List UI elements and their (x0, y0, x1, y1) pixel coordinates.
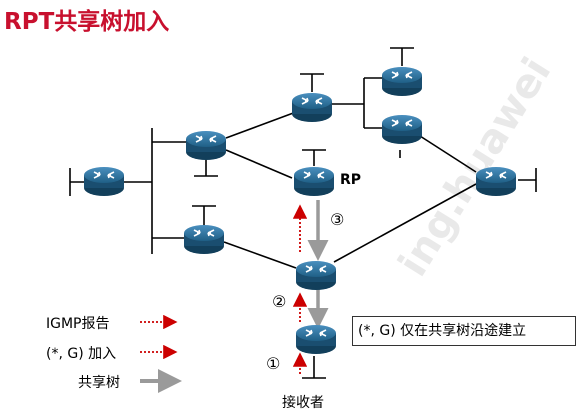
router-icon (381, 114, 423, 145)
legend-igmp-label: IGMP报告 (46, 316, 110, 332)
receiver-label: 接收者 (282, 395, 324, 411)
router-icon (475, 166, 517, 197)
router-icon (83, 166, 125, 197)
step-2-label: ② (272, 292, 287, 311)
legend-tree-label: 共享树 (78, 375, 120, 391)
step-1-label: ① (266, 354, 281, 373)
link (225, 111, 297, 139)
router-icon (183, 224, 225, 255)
router-icon (381, 66, 423, 97)
page-title: RPT共享树加入 (4, 9, 170, 35)
receiver-router-icon (295, 324, 337, 355)
router-icon (295, 260, 337, 291)
link (419, 135, 477, 173)
router-icon (291, 92, 333, 123)
links (69, 47, 537, 379)
router-icon (185, 130, 227, 161)
legend-join-label: (*, G) 加入 (46, 346, 117, 362)
link (333, 183, 477, 263)
note-box: (*, G) 仅在共享树沿途建立 (352, 316, 576, 346)
rp-router-icon (293, 166, 335, 197)
rp-label: RP (340, 172, 362, 188)
link (225, 149, 293, 179)
link (223, 241, 297, 269)
step-3-label: ③ (330, 210, 345, 229)
